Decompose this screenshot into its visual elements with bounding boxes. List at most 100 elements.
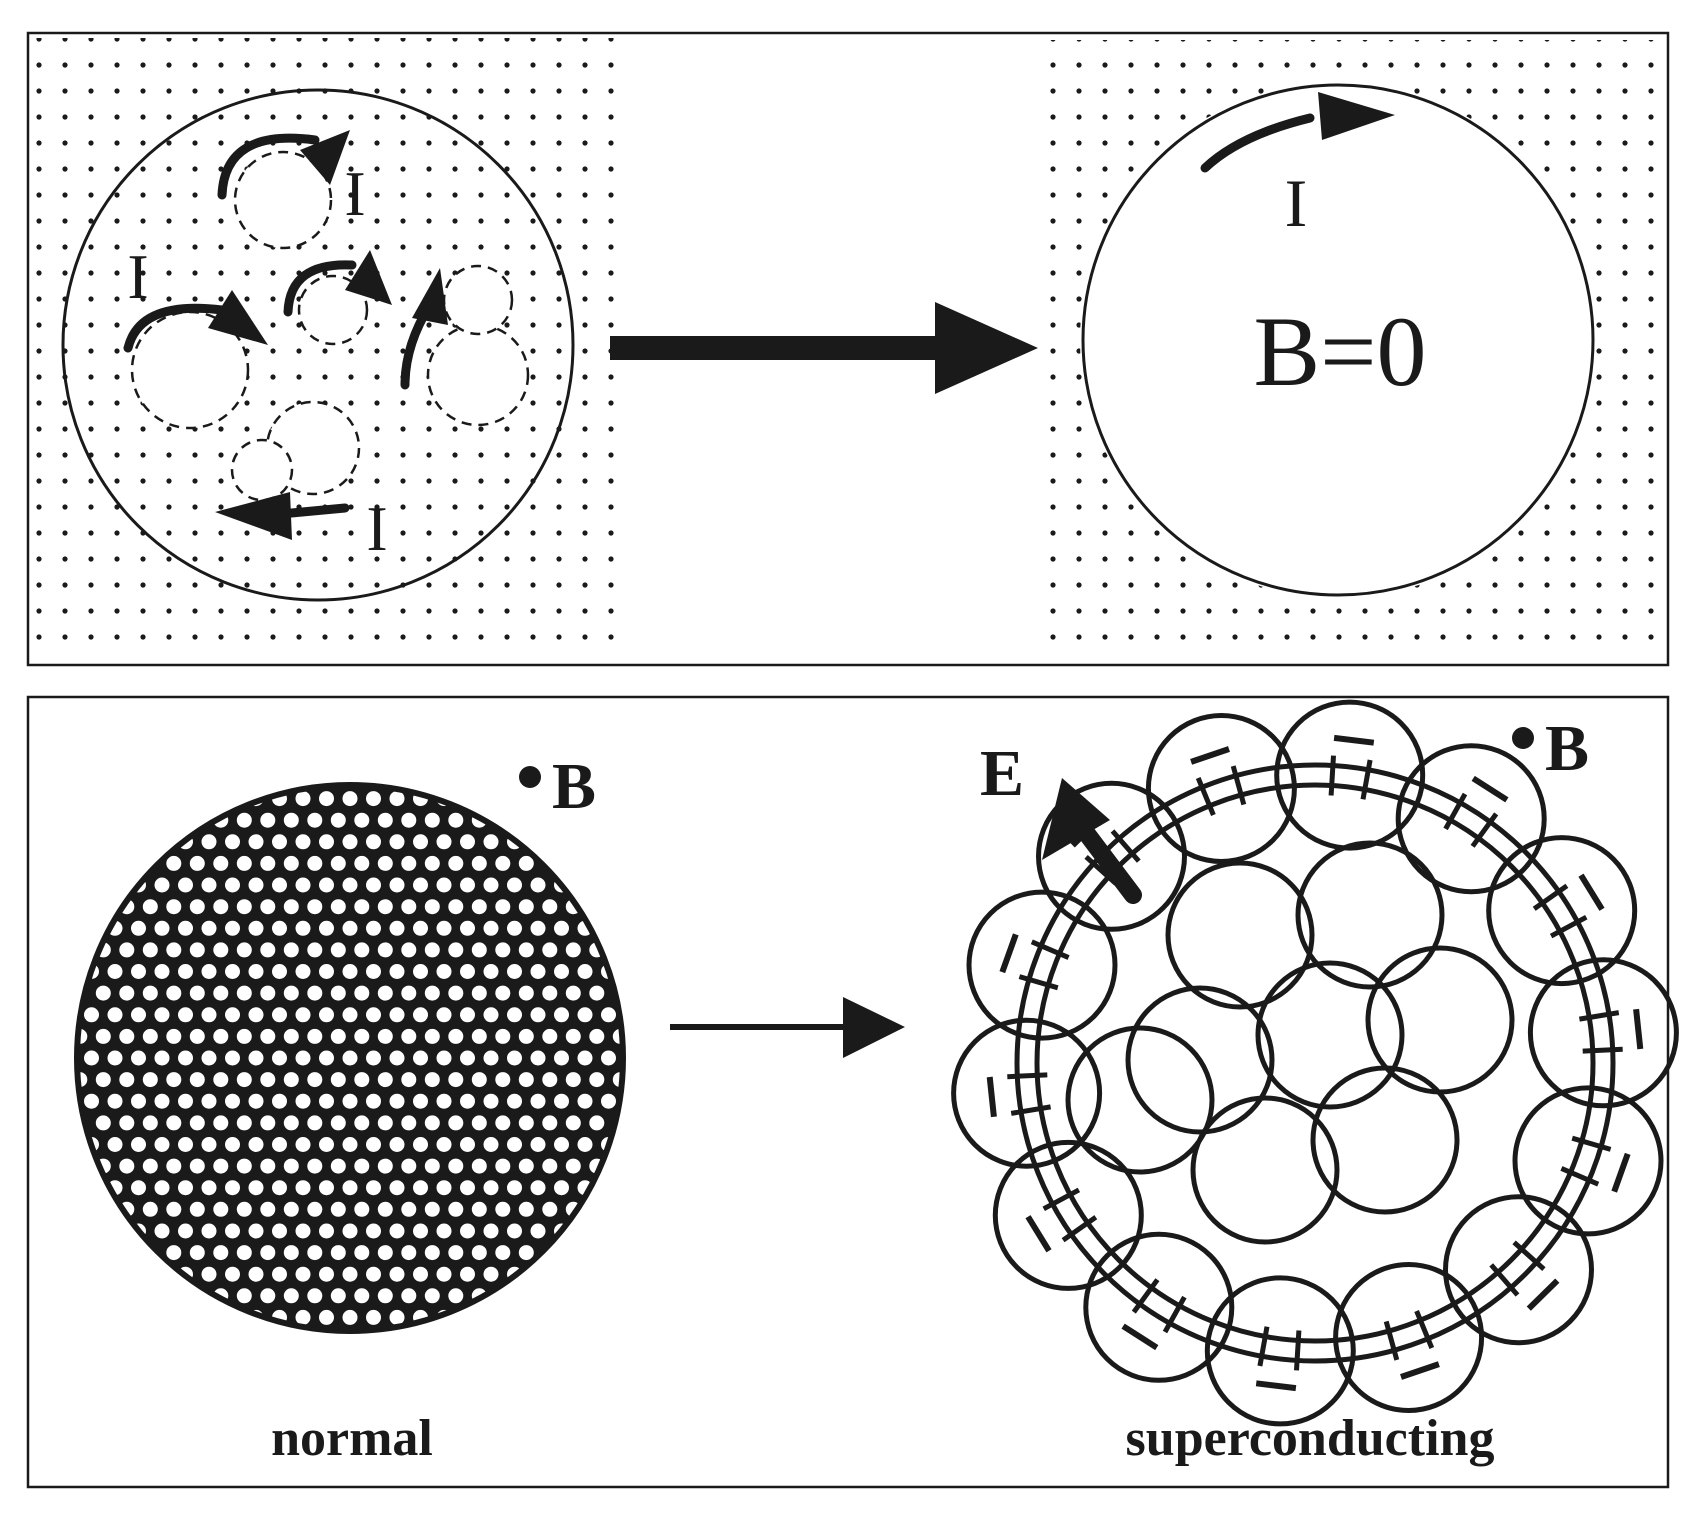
electron-orbit — [505, 962, 524, 981]
current-label: I — [344, 158, 365, 229]
electron-orbit — [422, 897, 442, 917]
large-orbit — [1527, 957, 1679, 1109]
electron-orbit — [105, 962, 125, 981]
electron-orbit — [422, 1026, 442, 1046]
electron-orbit — [540, 983, 560, 1003]
electron-orbit — [516, 1113, 536, 1133]
electron-orbit — [140, 983, 160, 1003]
electron-orbit — [234, 853, 254, 873]
electron-orbit — [563, 1026, 583, 1046]
surface-current-arrow — [1200, 113, 1315, 173]
electron-orbit — [434, 1264, 454, 1284]
superconducting-orbit-ring — [951, 699, 1679, 1427]
electron-orbit — [387, 1135, 407, 1154]
electron-orbit — [270, 875, 289, 895]
electron-orbit — [305, 1286, 325, 1306]
charge-dash — [1526, 1278, 1560, 1311]
electron-orbit — [375, 1113, 395, 1133]
electron-orbit — [258, 1199, 278, 1219]
electron-orbit — [399, 810, 419, 830]
vortex-loop — [442, 264, 514, 336]
charge-dash — [1190, 746, 1230, 765]
electron-orbit — [176, 962, 195, 981]
electron-orbit — [328, 897, 348, 917]
electron-orbit — [246, 1091, 266, 1111]
electron-orbit — [446, 1156, 466, 1176]
charge-dash — [1333, 734, 1375, 746]
electron-orbit — [516, 1243, 536, 1263]
electron-orbit — [387, 832, 407, 852]
electron-orbit — [211, 940, 231, 960]
electron-orbit — [411, 1178, 430, 1198]
electron-orbit — [187, 1156, 207, 1176]
electron-orbit — [117, 1026, 137, 1046]
electron-orbit — [293, 875, 313, 895]
electron-orbit — [305, 1243, 325, 1263]
electron-orbit — [434, 1005, 454, 1025]
electron-orbit — [552, 962, 571, 981]
electron-orbit — [281, 940, 301, 960]
electron-orbit — [516, 940, 536, 960]
electron-orbit — [164, 1070, 184, 1090]
electron-orbit — [399, 1070, 419, 1090]
electron-orbit — [458, 1048, 477, 1068]
electron-orbit — [246, 1178, 266, 1198]
electron-orbit — [317, 1307, 336, 1327]
electron-orbit — [93, 1070, 113, 1090]
electron-orbit — [387, 1048, 407, 1068]
electron-orbit — [187, 853, 207, 873]
current-label: I — [366, 493, 387, 564]
electron-orbit — [458, 918, 477, 938]
electron-orbit — [152, 1221, 172, 1241]
charge-dash — [1578, 873, 1605, 911]
electron-orbit — [364, 1135, 383, 1154]
electron-orbit — [199, 1048, 219, 1068]
electron-orbit — [352, 897, 372, 917]
electron-orbit — [364, 1005, 383, 1025]
electron-orbit — [481, 1264, 501, 1284]
electron-orbit — [375, 853, 395, 873]
electron-orbit — [164, 1026, 184, 1046]
electron-orbit — [422, 1243, 442, 1263]
electron-orbit — [434, 918, 454, 938]
electron-orbit — [399, 1199, 419, 1219]
electron-orbit — [211, 897, 231, 917]
electron-orbit — [293, 1005, 313, 1025]
charge-dash — [999, 933, 1019, 974]
inner-orbit — [1125, 985, 1275, 1135]
electron-orbit — [493, 1199, 513, 1219]
electric-field-label: E — [980, 737, 1024, 810]
electron-orbit — [317, 1048, 336, 1068]
electron-orbit — [187, 1199, 207, 1219]
electron-orbit — [375, 897, 395, 917]
electron-orbit — [117, 1070, 137, 1090]
electron-orbit — [281, 983, 301, 1003]
electron-orbit — [364, 832, 383, 852]
electron-orbit — [223, 1048, 242, 1068]
electron-orbit — [399, 940, 419, 960]
electron-orbit — [129, 1005, 148, 1025]
electron-orbit — [187, 940, 207, 960]
electron-orbit — [340, 875, 360, 895]
large-orbit — [1395, 743, 1547, 895]
electron-orbit — [129, 1091, 148, 1111]
electron-orbit — [434, 1091, 454, 1111]
electron-orbit — [340, 962, 360, 981]
electron-orbit — [234, 940, 254, 960]
arrowhead — [412, 268, 448, 325]
field-dot-superconducting — [1512, 727, 1534, 749]
electron-orbit — [364, 1048, 383, 1068]
electron-orbit — [528, 1005, 548, 1025]
large-orbit — [1083, 1231, 1235, 1383]
electron-orbit — [458, 1221, 477, 1241]
ring-tick — [1582, 1046, 1623, 1054]
electron-orbit — [187, 983, 207, 1003]
electron-orbit — [211, 1243, 231, 1263]
orbit-ring-inner-track — [1034, 782, 1596, 1344]
electron-orbit — [458, 1005, 477, 1025]
electron-orbit — [223, 962, 242, 981]
electron-orbit — [469, 1199, 489, 1219]
electron-orbit — [340, 1264, 360, 1284]
electron-orbit — [434, 1048, 454, 1068]
